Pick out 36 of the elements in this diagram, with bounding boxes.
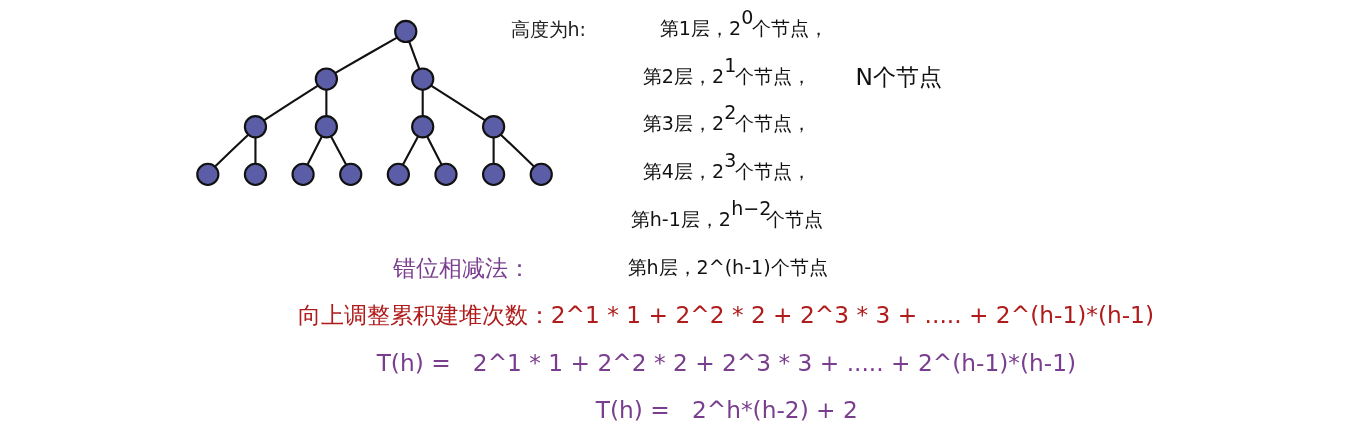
connector	[330, 136, 347, 166]
node-circle	[481, 162, 506, 186]
connector	[254, 137, 257, 164]
label: 错位相减法：	[392, 253, 531, 281]
label: T(h) = 2^h*(h-2) + 2	[595, 396, 858, 424]
connector	[325, 89, 328, 117]
node-circle	[529, 162, 553, 186]
connector	[421, 89, 424, 117]
node-circle	[411, 115, 435, 139]
node-circle	[291, 162, 315, 186]
connector	[492, 137, 495, 164]
connector	[334, 36, 398, 74]
node-circle	[243, 162, 268, 186]
connector	[426, 136, 443, 166]
node-circle	[394, 19, 418, 44]
node-circle	[386, 162, 410, 186]
label: 高度为h:	[510, 18, 587, 41]
node-circle	[314, 67, 338, 91]
node-circle	[434, 162, 458, 186]
label: 向上调整累积建堆次数：2^1 * 1 + 2^2 * 2 + 2^3 * 3 + ..... + 2^(h-1)*(h-1)	[297, 301, 1155, 329]
connector	[263, 84, 319, 122]
node-circle	[243, 115, 268, 139]
label: N个节点	[855, 63, 943, 91]
connector	[214, 134, 249, 168]
label: 第h层，2^(h-1)个节点	[627, 256, 828, 279]
node-circle	[196, 162, 220, 186]
connector	[402, 136, 419, 166]
node-circle	[339, 162, 363, 186]
node-circle	[481, 115, 506, 139]
node-circle	[411, 67, 435, 91]
connector	[430, 84, 486, 122]
connector	[408, 41, 421, 70]
connector	[500, 134, 535, 168]
label: T(h) = 2^1 * 1 + 2^2 * 2 + 2^3 * 3 + ..... + 2^(h-1)*(h-1)	[376, 348, 1077, 376]
connector	[306, 136, 323, 166]
node-circle	[314, 115, 338, 139]
